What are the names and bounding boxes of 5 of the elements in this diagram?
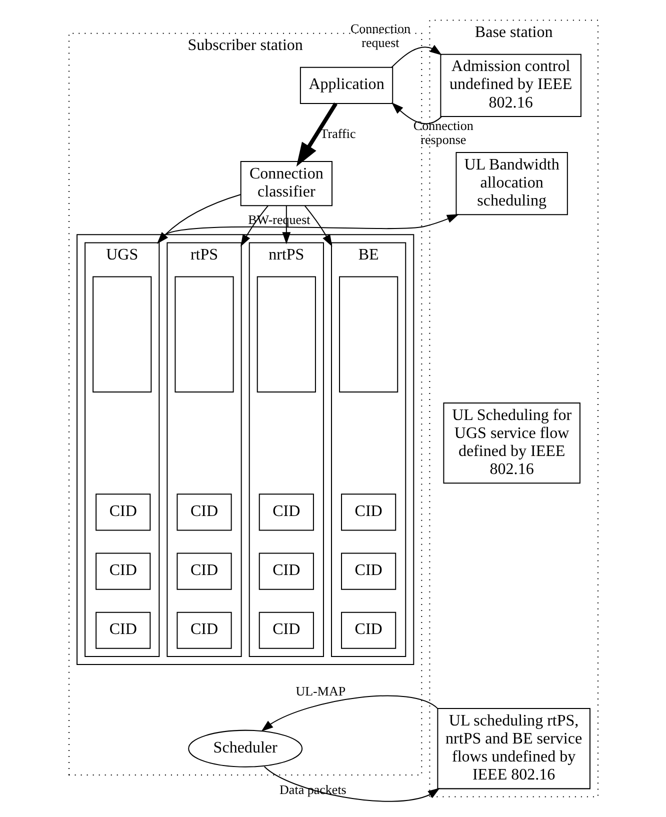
edge-label: Connection request	[350, 21, 410, 50]
edge-label: Traffic	[320, 126, 356, 141]
edge-label: UL-MAP	[295, 684, 346, 699]
edge-label: Data packets	[279, 782, 346, 798]
edge-label: Connection response	[412, 118, 473, 147]
